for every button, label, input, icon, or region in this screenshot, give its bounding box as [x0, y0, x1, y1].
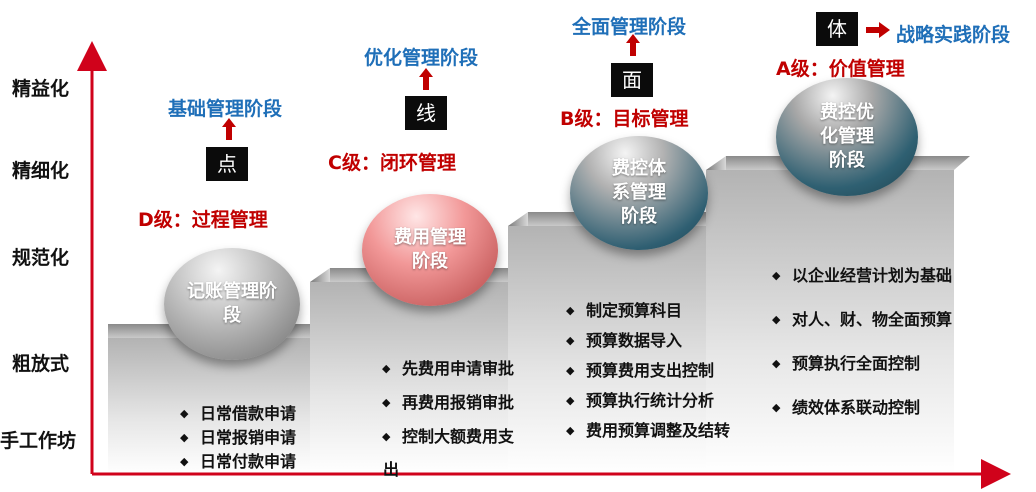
stage-name: 基础管理阶段: [168, 98, 283, 120]
list-item: 日常报销申请: [180, 426, 296, 450]
maturity-level-label: C级：闭环管理: [328, 152, 456, 174]
arrow-right-icon: [866, 22, 890, 38]
maturity-level-label: D级：过程管理: [138, 209, 268, 231]
maturity-level-label: B级：目标管理: [560, 108, 689, 130]
stage-name: 全面管理阶段: [572, 16, 687, 38]
arrow-up-icon: [626, 34, 640, 56]
stage-sphere: 费用管理阶段: [362, 194, 498, 306]
y-level-label: 精细化: [12, 160, 70, 182]
feature-list: 制定预算科目 预算数据导入 预算费用支出控制 预算执行统计分析 费用预算调整及结…: [566, 296, 730, 446]
stage-sphere: 费控优化管理阶段: [776, 78, 918, 196]
stage-key-char: 体: [816, 12, 858, 46]
feature-list: 日常借款申请 日常报销申请 日常付款申请: [180, 402, 296, 474]
stage-sphere: 记账管理阶段: [164, 248, 300, 360]
y-level-label: 精益化: [12, 78, 70, 100]
list-item: 控制大额费用支: [382, 420, 514, 454]
stage-key-char: 面: [611, 63, 653, 97]
list-item: 日常借款申请: [180, 402, 296, 426]
maturity-level-label: A级：价值管理: [776, 58, 905, 80]
arrow-up-icon: [222, 118, 236, 140]
feature-list: 先费用申请审批 再费用报销审批 控制大额费用支: [382, 352, 514, 454]
list-item: 日常付款申请: [180, 450, 296, 474]
list-item: 预算费用支出控制: [566, 356, 730, 386]
list-item: 制定预算科目: [566, 296, 730, 326]
stage-name: 优化管理阶段: [364, 47, 479, 69]
arrow-up-icon: [419, 68, 433, 90]
list-item: 费用预算调整及结转: [566, 416, 730, 446]
y-level-label: 手工作坊: [0, 430, 77, 452]
stage-key-char: 点: [206, 147, 248, 181]
y-level-label: 粗放式: [12, 353, 70, 375]
stage-name: 战略实践阶段: [896, 24, 1011, 46]
list-item: 以企业经营计划为基础: [772, 254, 952, 298]
list-item: 预算执行统计分析: [566, 386, 730, 416]
list-item: 预算数据导入: [566, 326, 730, 356]
list-item: 绩效体系联动控制: [772, 386, 952, 430]
stage-sphere: 费控体系管理阶段: [570, 136, 708, 250]
list-item: 预算执行全面控制: [772, 342, 952, 386]
list-item: 再费用报销审批: [382, 386, 514, 420]
list-item: 先费用申请审批: [382, 352, 514, 386]
list-item-continuation: 出: [383, 460, 400, 479]
list-item: 对人、财、物全面预算: [772, 298, 952, 342]
y-level-label: 规范化: [12, 247, 70, 269]
stage-key-char: 线: [405, 96, 447, 130]
feature-list: 以企业经营计划为基础 对人、财、物全面预算 预算执行全面控制 绩效体系联动控制: [772, 254, 952, 430]
